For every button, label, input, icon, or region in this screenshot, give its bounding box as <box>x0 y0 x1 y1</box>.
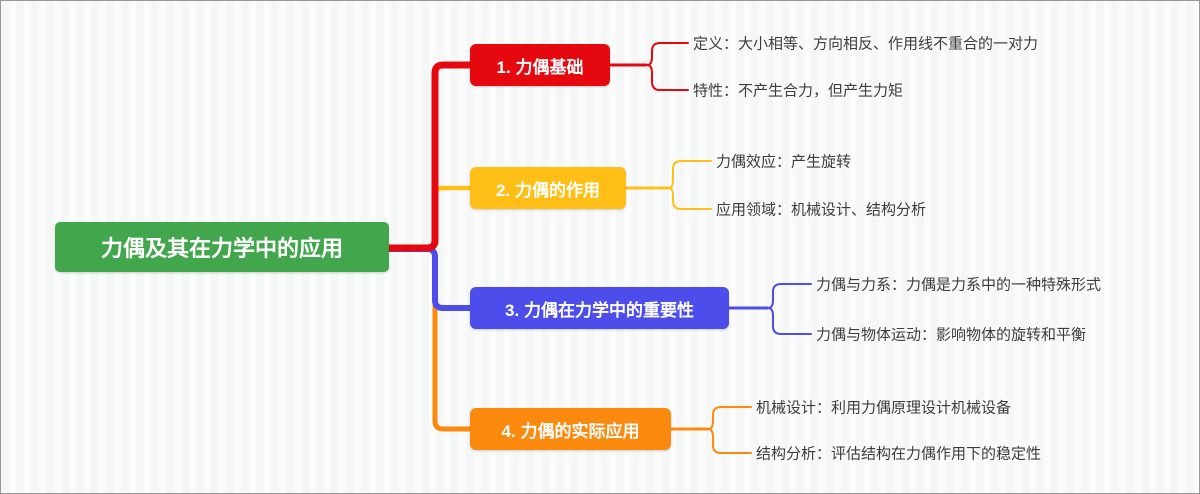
leaf-topic-application-fields[interactable]: 应用领域：机械设计、结构分析 <box>716 201 927 219</box>
leaf-topic-definition[interactable]: 定义：大小相等、方向相反、作用线不重合的一对力 <box>693 35 1039 53</box>
leaf-topic-characteristic[interactable]: 特性：不产生合力，但产生力矩 <box>693 82 904 100</box>
branch-4-leaf-1-connector <box>707 406 752 430</box>
branch-4-leaf-2-connector <box>707 428 752 454</box>
branch-1-leaf-1-connector <box>646 42 689 66</box>
branch-node-2[interactable]: 2. 力偶的作用 <box>470 167 626 209</box>
leaf-topic-couple-and-force-system[interactable]: 力偶与力系：力偶是力系中的一种特殊形式 <box>816 276 1102 294</box>
branch-2-leaf-1-connector <box>667 160 712 189</box>
central-topic-node[interactable]: 力偶及其在力学中的应用 <box>55 222 389 272</box>
leaf-topic-couple-and-body-motion[interactable]: 力偶与物体运动：影响物体的旋转和平衡 <box>816 326 1087 344</box>
branch-4-trunk-connector <box>432 259 470 432</box>
branch-3-leaf-1-connector <box>767 283 812 309</box>
branch-node-1[interactable]: 1. 力偶基础 <box>470 44 610 86</box>
branch-3-trunk-connector <box>389 246 470 311</box>
branch-2-leaf-2-connector <box>667 187 712 210</box>
leaf-topic-structural-analysis[interactable]: 结构分析：评估结构在力偶作用下的稳定性 <box>756 445 1042 463</box>
branch-1-leaf-2-connector <box>646 64 689 91</box>
branch-2-trunk-connector <box>432 185 470 233</box>
branch-1-trunk-connector <box>389 61 470 252</box>
branch-3-leaf-2-connector <box>767 307 812 335</box>
leaf-topic-mechanical-design[interactable]: 机械设计：利用力偶原理设计机械设备 <box>756 399 1012 417</box>
leaf-topic-couple-effect[interactable]: 力偶效应：产生旋转 <box>716 153 852 171</box>
branch-node-3[interactable]: 3. 力偶在力学中的重要性 <box>470 287 729 329</box>
branch-node-4[interactable]: 4. 力偶的实际应用 <box>470 408 671 450</box>
